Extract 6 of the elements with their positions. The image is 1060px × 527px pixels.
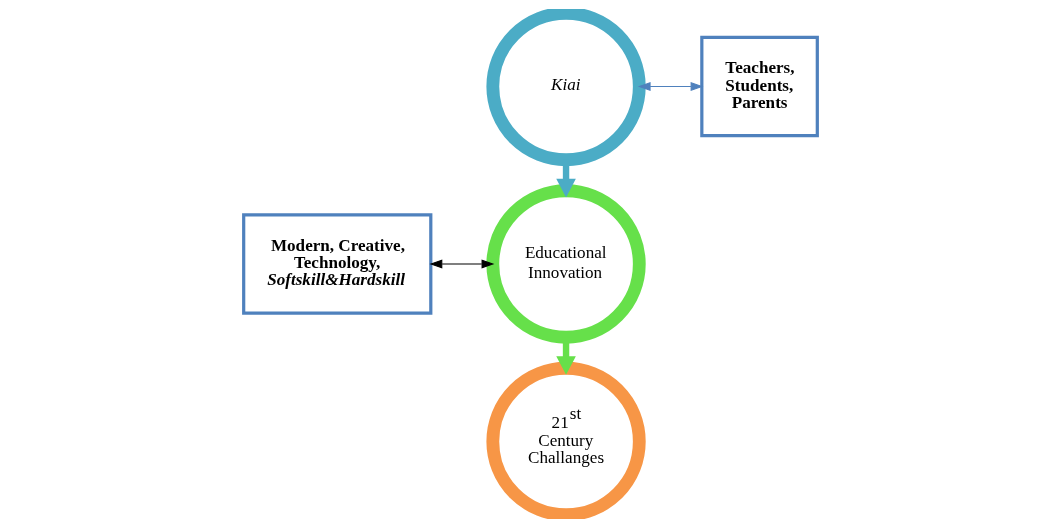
node-circle: Kiai bbox=[485, 8, 646, 166]
node-box: Teachers, Students, Parents bbox=[699, 35, 819, 137]
node-box: Modern, Creative, Technology, Softskill&Hardskill bbox=[241, 212, 432, 315]
node-circle: Educational Innovation bbox=[485, 183, 646, 344]
arrow bbox=[637, 81, 703, 91]
arrow bbox=[428, 259, 494, 268]
